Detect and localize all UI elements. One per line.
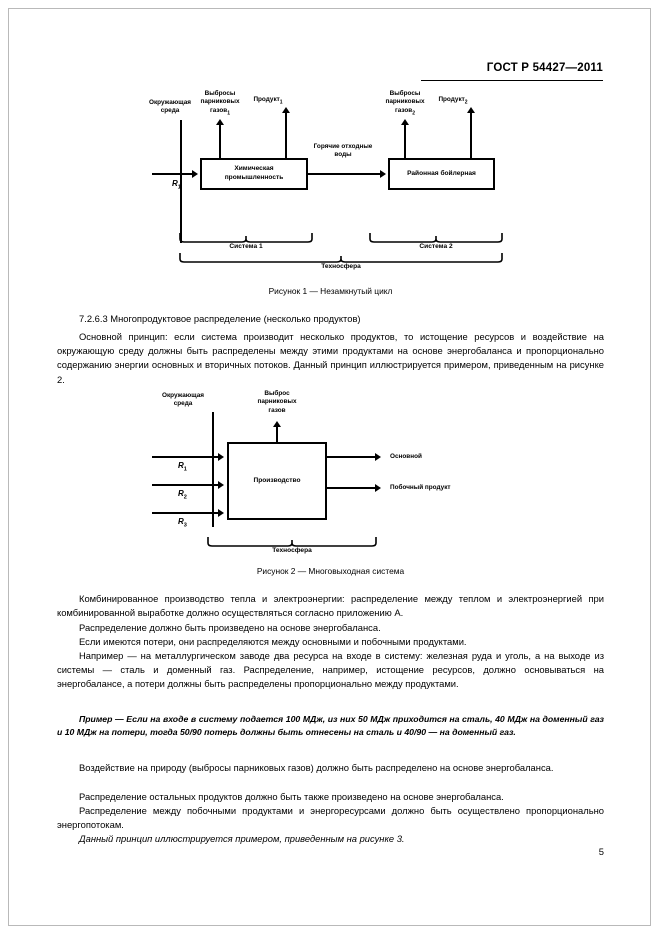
figure2-input3-line bbox=[152, 512, 220, 514]
figure2-caption: Рисунок 2 — Многовыходная система bbox=[256, 566, 405, 576]
figure2-emissions-label: Выброс парниковых газов bbox=[257, 390, 297, 414]
figure1-brace-system2-label: Система 2 bbox=[419, 243, 453, 250]
paragraph-ghg-allocation: Воздействие на природу (выбросы парников… bbox=[79, 762, 554, 773]
figure1-flow-label: Горячие отходные воды bbox=[313, 143, 373, 159]
figure2-output-by-line bbox=[327, 487, 377, 489]
figure2-input2-label: R2 bbox=[178, 489, 187, 501]
figure1-flow-line bbox=[308, 173, 382, 175]
figure1-brace-system1-label: Система 1 bbox=[229, 243, 263, 250]
figure1-emissions2-label: Выбросы парниковых газов2 bbox=[385, 90, 425, 116]
figure2-input3-label: R3 bbox=[178, 517, 187, 529]
figure2-box-production: Производство bbox=[227, 442, 327, 520]
figure2-emissions-line bbox=[276, 427, 278, 443]
paragraph-other-products: Распределение остальных продуктов должно… bbox=[79, 791, 504, 802]
figure1-flow-arrowhead bbox=[380, 170, 386, 178]
page-number: 5 bbox=[598, 846, 604, 857]
figure1-emissions2-line bbox=[404, 125, 406, 160]
paragraph-metallurgy-example: Например — на металлургическом заводе дв… bbox=[57, 650, 604, 690]
figure2-input1-label: R1 bbox=[178, 461, 187, 473]
figure2-input2-line bbox=[152, 484, 220, 486]
figure1-input-r1-label: R1 bbox=[172, 179, 181, 191]
figure2-input2-arrowhead bbox=[218, 481, 224, 489]
figure1-product1-label: Продукт1 bbox=[253, 96, 283, 106]
figure1-emissions1-line bbox=[219, 125, 221, 160]
figure1-input-arrow-line bbox=[152, 173, 194, 175]
paragraph-example-note: Пример — Если на входе в систему подаетс… bbox=[57, 714, 604, 738]
figure1-product1-line bbox=[285, 113, 287, 160]
figure2-output-main-arrowhead bbox=[375, 453, 381, 461]
figure2-output-main-label: Основной bbox=[390, 453, 422, 460]
figure1-box-district-boiler: Районная бойлерная bbox=[388, 158, 495, 190]
figure2-brace-technosphere-label: Техносфера bbox=[272, 547, 312, 554]
figure1-caption: Рисунок 1 — Незамкнутый цикл bbox=[268, 286, 393, 296]
figure2-output-main-line bbox=[327, 456, 377, 458]
figure2-output-by-arrowhead bbox=[375, 484, 381, 492]
paragraph-losses: Если имеются потери, они распределяются … bbox=[79, 636, 467, 647]
figure1-product2-arrowhead bbox=[467, 107, 475, 113]
figure1-emissions2-arrowhead bbox=[401, 119, 409, 125]
paragraph-chp: Комбинированное производство тепла и эле… bbox=[57, 593, 604, 619]
standard-header: ГОСТ Р 54427—2011 bbox=[486, 62, 603, 74]
figure1-product1-arrowhead bbox=[282, 107, 290, 113]
figure2-output-by-label: Побочный продукт bbox=[390, 484, 451, 491]
figure2-emissions-arrowhead bbox=[273, 421, 281, 427]
figure2-input3-arrowhead bbox=[218, 509, 224, 517]
figure2-input1-line bbox=[152, 456, 220, 458]
figure1-emissions1-arrowhead bbox=[216, 119, 224, 125]
paragraph-figure3-reference: Данный принцип иллюстрируется примером, … bbox=[79, 833, 405, 844]
figure1-brace-technosphere-label: Техносфера bbox=[321, 263, 361, 270]
figure1-brace-system1 bbox=[179, 233, 313, 243]
figure1-product2-line bbox=[470, 113, 472, 160]
section-heading-7263: 7.2.6.3 Многопродуктовое распределение (… bbox=[79, 313, 361, 324]
figure2-input1-arrowhead bbox=[218, 453, 224, 461]
figure2-environment-label: Окружающая среда bbox=[162, 392, 204, 408]
paragraph-energy-balance: Распределение должно быть произведено на… bbox=[79, 622, 381, 633]
figure1-environment-boundary bbox=[180, 120, 182, 243]
figure1-product2-label: Продукт2 bbox=[438, 96, 468, 106]
figure1-brace-technosphere bbox=[179, 253, 503, 263]
figure1-emissions1-label: Выбросы парниковых газов1 bbox=[200, 90, 240, 116]
figure2-brace-technosphere bbox=[207, 537, 377, 547]
figure1-input-arrowhead bbox=[192, 170, 198, 178]
paragraph-byproducts: Распределение между побочными продуктами… bbox=[57, 805, 604, 831]
header-rule bbox=[421, 80, 603, 81]
figure1-environment-label: Окружающая среда bbox=[149, 99, 191, 115]
figure1-brace-system2 bbox=[369, 233, 503, 243]
figure2-environment-boundary bbox=[212, 412, 214, 527]
paragraph-main-principle: Основной принцип: если система производи… bbox=[57, 331, 604, 385]
page-border bbox=[8, 8, 651, 926]
